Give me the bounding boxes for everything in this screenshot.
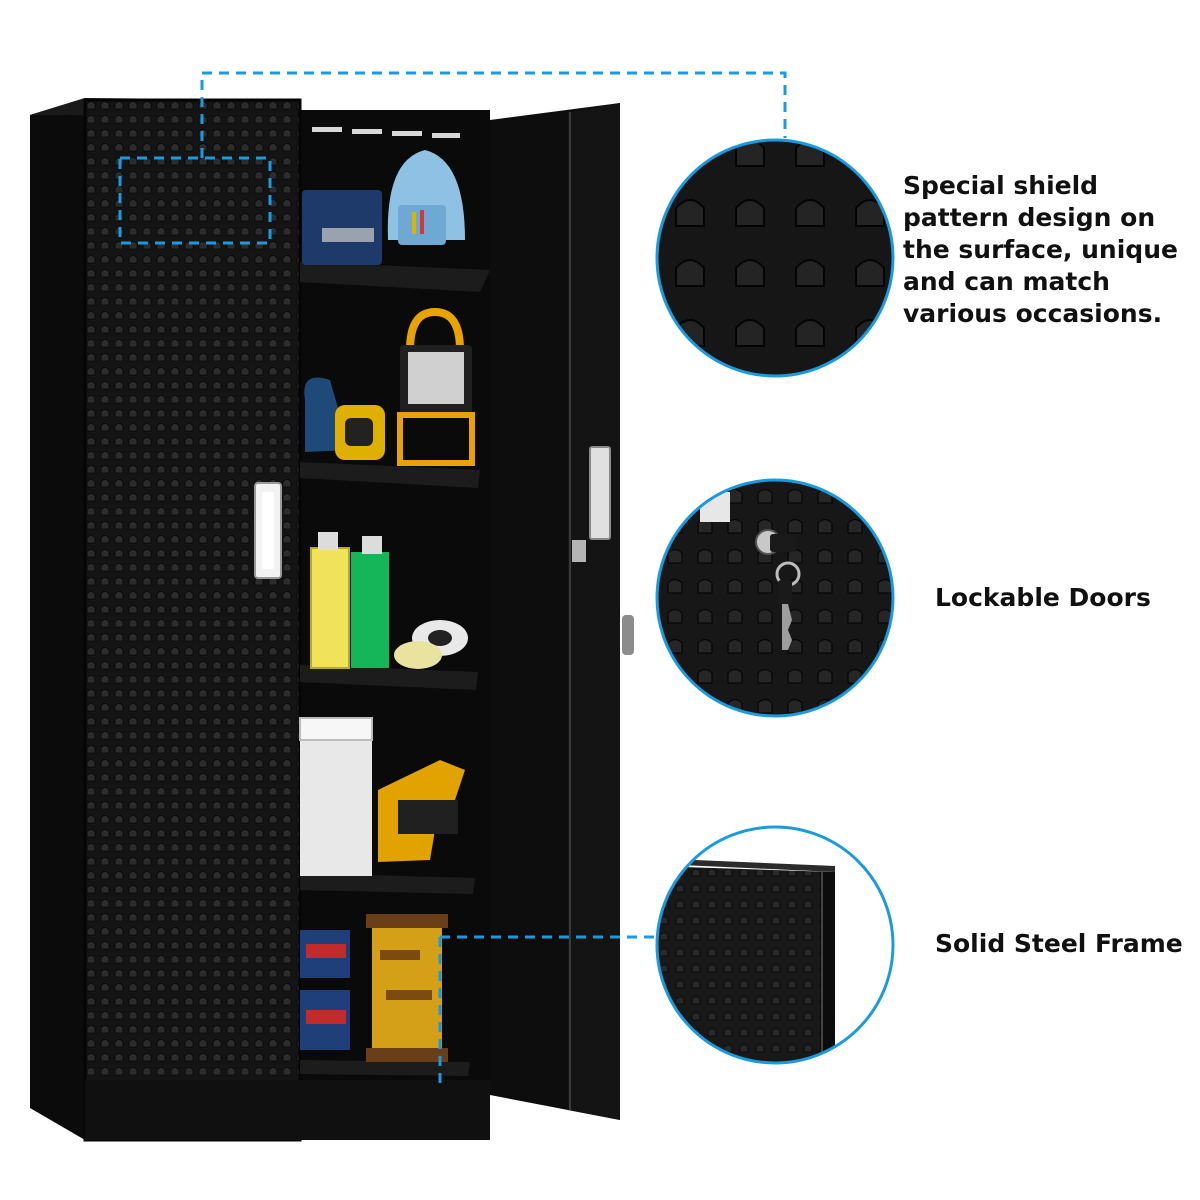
- detail-pattern-circle: [655, 138, 895, 378]
- right-door: [490, 103, 634, 1120]
- detail-frame-circle: [655, 825, 895, 1065]
- feature-pattern-text: Special shield pattern design on the sur…: [903, 171, 1178, 328]
- shelf-items: [299, 150, 475, 1062]
- feature-lock-text: Lockable Doors: [935, 583, 1151, 612]
- right-door-handle: [589, 446, 611, 540]
- cabinet: [30, 98, 634, 1142]
- shelves: [300, 127, 490, 1076]
- detail-lock-circle: [655, 478, 895, 718]
- left-door: [85, 100, 300, 1140]
- callout-connectors: [118, 71, 787, 1088]
- feature-frame-text: Solid Steel Frame: [935, 929, 1183, 958]
